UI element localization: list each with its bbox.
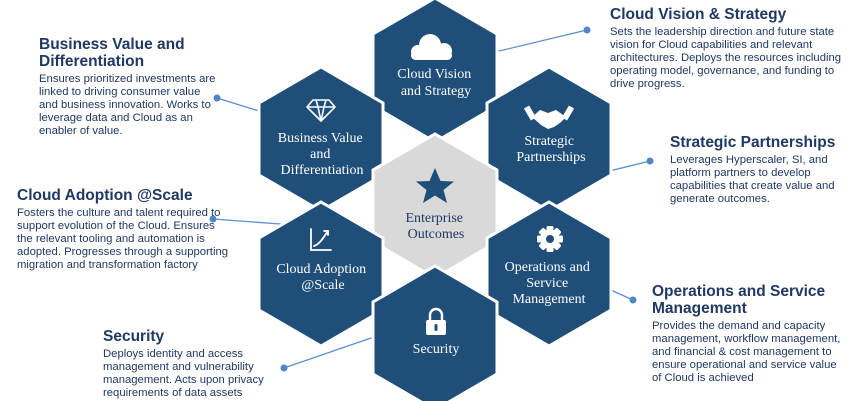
gear-icon [537,226,563,252]
desc-title: Operations and Service Management [652,283,826,317]
desc-body: Leverages Hyperscaler, SI, and platform … [670,154,835,205]
desc-body: Provides the demand and capacity managem… [652,320,841,384]
desc-body: Deploys identity and access management a… [103,348,264,399]
hex-label-cloud-adoption: Cloud Adoption @Scale [276,262,369,293]
hex-cloud-adoption [257,200,385,348]
hexagons [257,0,613,401]
desc-title: Cloud Adoption @Scale [17,187,193,204]
hex-label-operations: Operations and Service Management [505,260,594,307]
cloud-icon [411,34,452,60]
desc-body: Fosters the culture and talent required … [17,207,229,271]
desc-title: Security [103,328,165,345]
connector-dot [629,296,637,304]
connector-dot [209,215,217,223]
lock-icon [426,307,446,335]
hex-label-security: Security [413,342,460,357]
desc-business-value: Business Value and Differentiation Ensur… [39,36,217,138]
desc-operations: Operations and Service Management Provid… [652,283,848,385]
diamond-icon [306,99,336,122]
desc-body: Sets the leadership direction and future… [610,26,842,90]
star-icon [416,168,454,203]
hex-label-enterprise-outcomes: Enterprise Outcomes [405,211,466,242]
connector-dot [583,26,591,34]
desc-title: Strategic Partnerships [670,134,836,151]
desc-title: Cloud Vision & Strategy [610,6,787,23]
hex-enterprise-outcomes [371,132,499,280]
hex-label-strategic-partnerships: Strategic Partnerships [516,134,585,165]
desc-security: Security Deploys identity and access man… [103,328,283,400]
desc-cloud-vision: Cloud Vision & Strategy Sets the leaders… [610,6,842,91]
desc-body: Ensures prioritized investments are link… [39,73,216,137]
connector-dot [213,94,221,102]
hex-labels: Cloud Vision and Strategy Business Value… [276,67,594,357]
desc-strategic-partnerships: Strategic Partnerships Leverages Hypersc… [670,134,850,206]
growth-chart-icon [310,228,332,251]
hex-label-business-value: Business Value and Differentiation [278,131,366,178]
connector-dot [646,157,654,165]
desc-title: Business Value and Differentiation [39,36,185,70]
hex-label-cloud-vision: Cloud Vision and Strategy [397,67,474,99]
hex-operations [485,200,613,348]
handshake-icon [523,105,575,129]
connector-dot [280,364,288,372]
desc-cloud-adoption: Cloud Adoption @Scale Fosters the cultur… [17,187,229,272]
